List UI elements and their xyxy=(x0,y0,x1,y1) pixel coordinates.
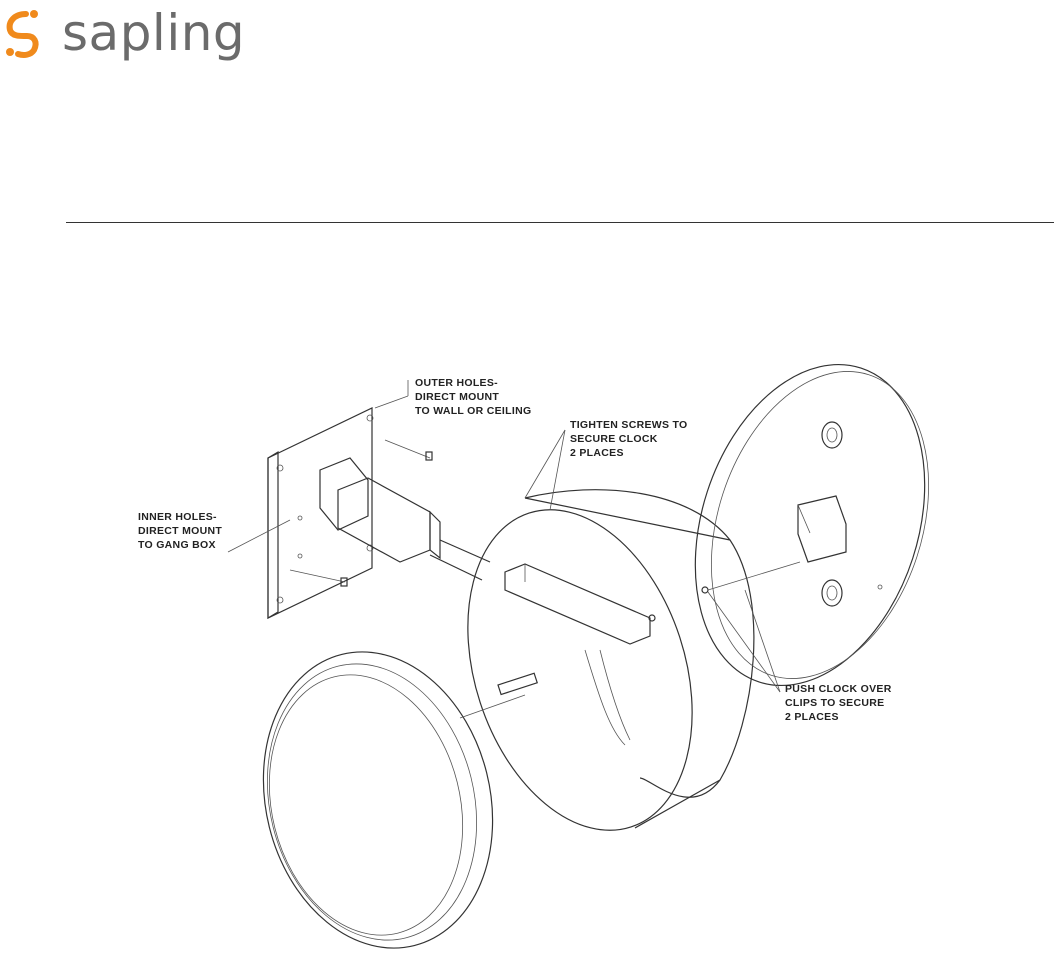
sapling-logo: sapling xyxy=(0,0,260,66)
callout-outer-holes-line3: TO WALL OR CEILING xyxy=(415,405,531,417)
callout-push-clock-line1: PUSH CLOCK OVER xyxy=(785,683,892,695)
callout-push-clock-line2: CLIPS TO SECURE xyxy=(785,697,884,709)
callout-inner-holes-line3: TO GANG BOX xyxy=(138,539,216,551)
housing-clips xyxy=(649,562,800,621)
sapling-logo-icon xyxy=(0,0,60,66)
callout-outer-holes-line2: DIRECT MOUNT xyxy=(415,391,499,403)
clock-assembly-diagram: OUTER HOLES- DIRECT MOUNT TO WALL OR CEI… xyxy=(130,300,1054,954)
clock-front-bezel xyxy=(233,627,537,954)
logo-wordmark: sapling xyxy=(62,0,245,66)
callout-inner-holes-line2: DIRECT MOUNT xyxy=(138,525,222,537)
wall-mounting-plate xyxy=(268,408,373,618)
mounting-bracket-arm xyxy=(320,458,490,580)
header-divider xyxy=(66,222,1054,223)
callout-tighten-line1: TIGHTEN SCREWS TO xyxy=(570,419,688,431)
callout-push-clock-line3: 2 PLACES xyxy=(785,711,839,723)
callout-tighten-line2: SECURE CLOCK xyxy=(570,433,658,445)
callout-tighten-screws: TIGHTEN SCREWS TO SECURE CLOCK 2 PLACES xyxy=(570,419,688,459)
clock-housing xyxy=(429,481,754,860)
callout-inner-holes: INNER HOLES- DIRECT MOUNT TO GANG BOX xyxy=(138,511,222,551)
callout-outer-holes: OUTER HOLES- DIRECT MOUNT TO WALL OR CEI… xyxy=(415,377,531,417)
callout-inner-holes-line1: INNER HOLES- xyxy=(138,511,217,523)
callout-outer-holes-line1: OUTER HOLES- xyxy=(415,377,498,389)
callout-push-clock: PUSH CLOCK OVER CLIPS TO SECURE 2 PLACES xyxy=(785,683,892,723)
clock-back-plate xyxy=(656,335,966,716)
callout-tighten-line3: 2 PLACES xyxy=(570,447,624,459)
mounting-screws xyxy=(290,440,432,586)
